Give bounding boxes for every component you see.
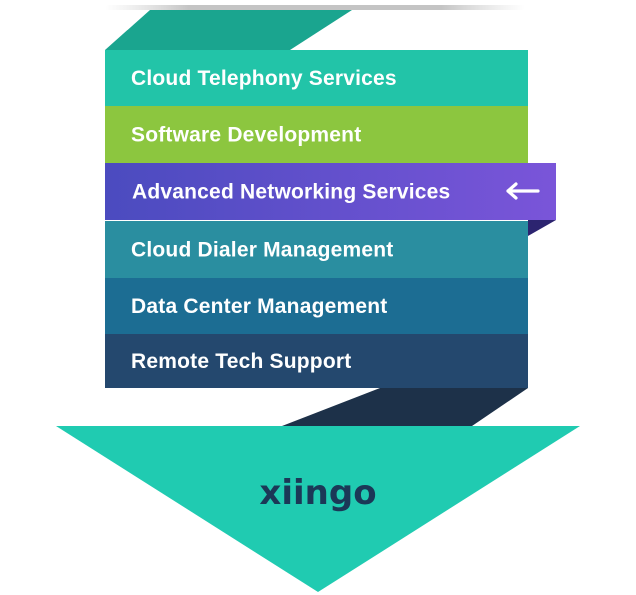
service-band bbox=[105, 106, 528, 163]
service-label: Remote Tech Support bbox=[131, 350, 351, 373]
service-label: Software Development bbox=[131, 124, 361, 147]
down-arrow-shape bbox=[56, 426, 580, 592]
service-label: Advanced Networking Services bbox=[132, 181, 450, 204]
service-label: Data Center Management bbox=[131, 295, 387, 318]
service-label: Cloud Dialer Management bbox=[131, 239, 393, 262]
xiingo-logo: xiingo bbox=[259, 473, 376, 513]
brand-name: xiingo bbox=[259, 473, 376, 513]
bottom-ribbon-fold bbox=[282, 388, 528, 426]
service-band bbox=[105, 278, 528, 334]
top-shadow bbox=[105, 5, 525, 10]
service-band-highlighted bbox=[105, 163, 556, 220]
highlight-fold bbox=[528, 220, 556, 236]
service-band bbox=[105, 334, 528, 388]
service-band bbox=[105, 50, 528, 106]
service-label: Cloud Telephony Services bbox=[131, 67, 397, 90]
top-ribbon-fold bbox=[105, 10, 352, 50]
left-arrow-icon bbox=[506, 182, 540, 200]
service-band bbox=[105, 221, 528, 278]
